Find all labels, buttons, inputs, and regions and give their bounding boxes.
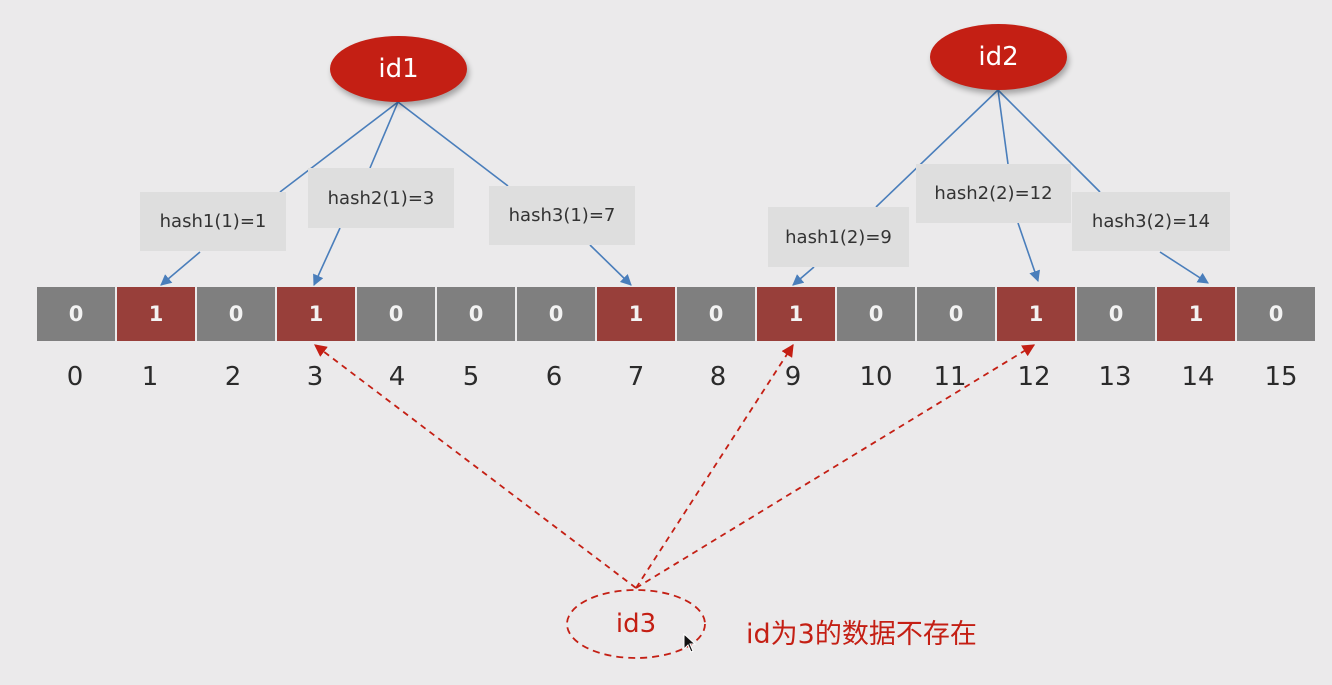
bit-cell-5: 0: [437, 287, 515, 341]
bit-cell-7: 1: [597, 287, 675, 341]
bit-cell-13: 0: [1077, 287, 1155, 341]
hash-box-id2-h2: hash2(2)=12: [916, 164, 1071, 223]
bit-cell-14: 1: [1157, 287, 1235, 341]
query-arrow-3: [313, 344, 637, 589]
bit-index-0: 0: [66, 362, 84, 392]
hash-box-id1-h1: hash1(1)=1: [140, 192, 286, 251]
hash-box-id2-h3: hash3(2)=14: [1072, 192, 1230, 251]
hash-line-id2-h3: [997, 89, 1101, 193]
bit-cell-1: 1: [117, 287, 195, 341]
bit-index-3: 3: [306, 362, 324, 392]
bit-index-1: 1: [141, 362, 159, 392]
hash-arrow-id2-h2: [1017, 222, 1041, 283]
bit-index-6: 6: [545, 362, 563, 392]
bit-index-8: 8: [709, 362, 727, 392]
bit-cell-15: 0: [1237, 287, 1315, 341]
hash-line-id2-h1: [875, 89, 999, 208]
bit-cell-10: 0: [837, 287, 915, 341]
element-node-id2: id2: [930, 24, 1067, 90]
bit-cell-12: 1: [997, 287, 1075, 341]
bit-index-9: 9: [784, 362, 802, 392]
bit-index-4: 4: [388, 362, 406, 392]
query-node-outline: [566, 589, 706, 659]
hash-arrow-id1-h3: [589, 244, 632, 286]
element-node-id1: id1: [330, 36, 467, 102]
bit-cell-8: 0: [677, 287, 755, 341]
hash-box-id1-h3: hash3(1)=7: [489, 186, 635, 245]
hash-arrow-id1-h1: [160, 251, 201, 286]
bit-index-11: 11: [933, 362, 967, 392]
query-arrow-12: [635, 344, 1036, 589]
bit-cell-6: 0: [517, 287, 595, 341]
hash-line-id1-h1: [279, 101, 399, 193]
bit-cell-9: 1: [757, 287, 835, 341]
query-result-note: id为3的数据不存在: [746, 619, 977, 650]
hash-box-id1-h2: hash2(1)=3: [308, 168, 454, 228]
bit-cell-3: 1: [277, 287, 355, 341]
bit-index-12: 12: [1017, 362, 1051, 392]
bit-index-2: 2: [224, 362, 242, 392]
mouse-cursor-icon: [683, 632, 697, 657]
bit-index-15: 15: [1264, 362, 1298, 392]
query-arrow-9: [635, 343, 794, 589]
bit-cell-0: 0: [37, 287, 115, 341]
bit-index-7: 7: [627, 362, 645, 392]
hash-arrow-id2-h1: [792, 266, 815, 286]
hash-box-id2-h1: hash1(2)=9: [768, 207, 909, 267]
hash-line-id1-h2: [369, 101, 399, 169]
bit-index-10: 10: [859, 362, 893, 392]
bit-index-14: 14: [1181, 362, 1215, 392]
hash-arrow-id2-h3: [1159, 251, 1209, 284]
bit-cell-11: 0: [917, 287, 995, 341]
query-node-id3: id3: [615, 609, 657, 639]
hash-line-id2-h2: [997, 89, 1009, 165]
bit-cell-2: 0: [197, 287, 275, 341]
bit-index-13: 13: [1098, 362, 1132, 392]
bit-cell-4: 0: [357, 287, 435, 341]
bit-index-5: 5: [462, 362, 480, 392]
hash-line-id1-h3: [397, 101, 509, 187]
hash-arrow-id1-h2: [313, 227, 341, 287]
